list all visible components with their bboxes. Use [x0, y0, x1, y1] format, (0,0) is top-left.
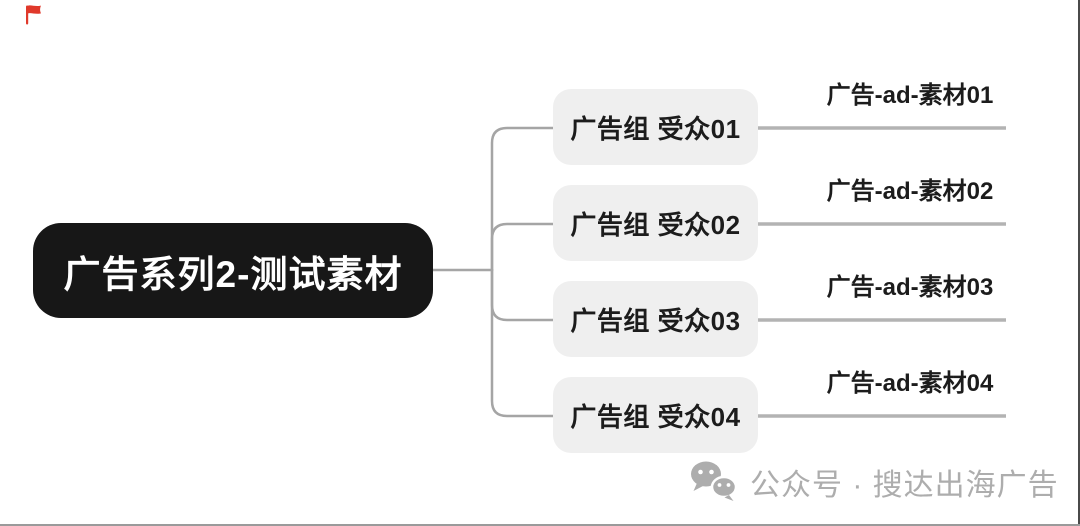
root-topic-label: 广告系列2-测试素材 — [63, 253, 403, 295]
ad-topic-1[interactable]: 广告-ad-素材01 — [826, 82, 994, 109]
right-edge-border — [1078, 0, 1080, 526]
branch-line-2 — [490, 222, 555, 272]
red-flag-icon — [26, 5, 41, 25]
ad-topic-3[interactable]: 广告-ad-素材03 — [826, 274, 994, 301]
bottom-edge-border — [0, 524, 1080, 526]
branch-line-4 — [490, 268, 555, 418]
ad-topic-2[interactable]: 广告-ad-素材02 — [826, 178, 994, 205]
watermark-text: 公众号 · 搜达出海广告 — [750, 469, 1059, 502]
group-topic-4[interactable]: 广告组 受众04 — [553, 377, 758, 453]
group-topic-label: 广告组 受众02 — [570, 209, 741, 240]
group-topic-label: 广告组 受众04 — [570, 401, 741, 432]
group-topic-1[interactable]: 广告组 受众01 — [553, 89, 758, 165]
group-topic-label: 广告组 受众03 — [570, 305, 741, 336]
group-topic-2[interactable]: 广告组 受众02 — [553, 185, 758, 261]
branch-line-3 — [490, 268, 555, 322]
root-topic[interactable]: 广告系列2-测试素材 — [33, 223, 433, 318]
ad-topic-4[interactable]: 广告-ad-素材04 — [826, 370, 994, 397]
group-topic-label: 广告组 受众01 — [570, 113, 741, 144]
branch-line-1 — [490, 126, 555, 272]
watermark: 公众号 · 搜达出海广告 — [688, 460, 1059, 504]
group-topic-3[interactable]: 广告组 受众03 — [553, 281, 758, 357]
wechat-icon — [691, 461, 738, 501]
